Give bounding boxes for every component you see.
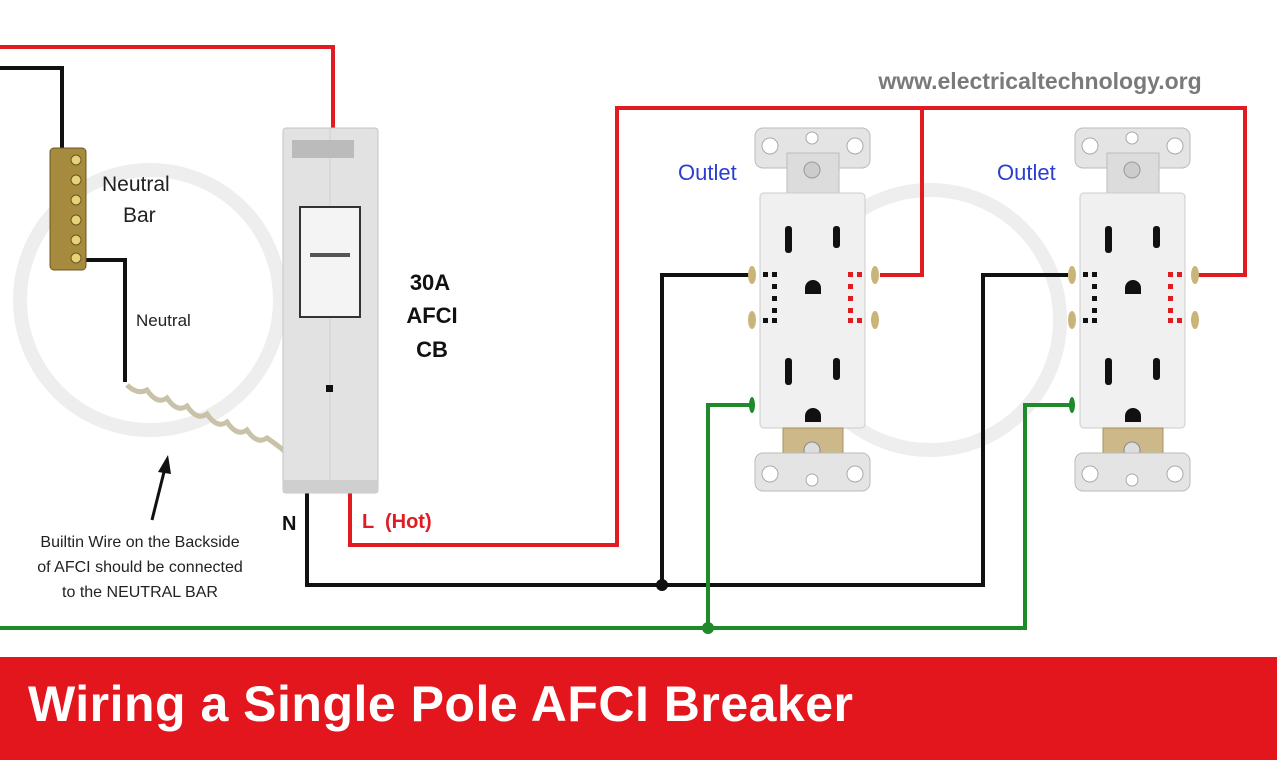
outlet-2 xyxy=(1067,127,1200,492)
neutral-wire-label: Neutral xyxy=(136,311,191,330)
note-line-2: of AFCI should be connected xyxy=(37,559,242,576)
note-line-1: Builtin Wire on the Backside xyxy=(40,534,239,551)
note-line-3: to the NEUTRAL BAR xyxy=(62,584,218,601)
pigtail-coil xyxy=(125,383,294,460)
hot-wire xyxy=(0,45,1247,547)
diagram-title: Wiring a Single Pole AFCI Breaker xyxy=(28,676,854,732)
outlet-2-label: Outlet xyxy=(997,160,1056,185)
n-terminal-label: N xyxy=(282,513,296,535)
neutral-junction xyxy=(656,579,668,591)
neutral-wire xyxy=(0,66,1068,587)
breaker-label-3: CB xyxy=(416,337,448,362)
neutral-bar-label-2: Bar xyxy=(123,204,156,227)
breaker-label-2: AFCI xyxy=(406,303,457,328)
breaker-label-1: 30A xyxy=(410,270,450,295)
watermark-url: www.electricaltechnology.org xyxy=(877,68,1201,94)
title-banner: Wiring a Single Pole AFCI Breaker xyxy=(0,657,1277,760)
wiring-diagram: www.electricaltechnology.org Neutral Bar… xyxy=(0,45,1247,634)
outlet-1-label: Outlet xyxy=(678,160,737,185)
ground-junction xyxy=(702,622,714,634)
neutral-bar-label: Neutral xyxy=(102,173,170,196)
neutral-bar xyxy=(49,147,87,271)
arrow-icon xyxy=(150,455,171,521)
ground-wire xyxy=(0,403,1070,630)
hot-terminal-label: L (Hot) xyxy=(362,511,432,533)
afci-breaker xyxy=(282,127,379,494)
